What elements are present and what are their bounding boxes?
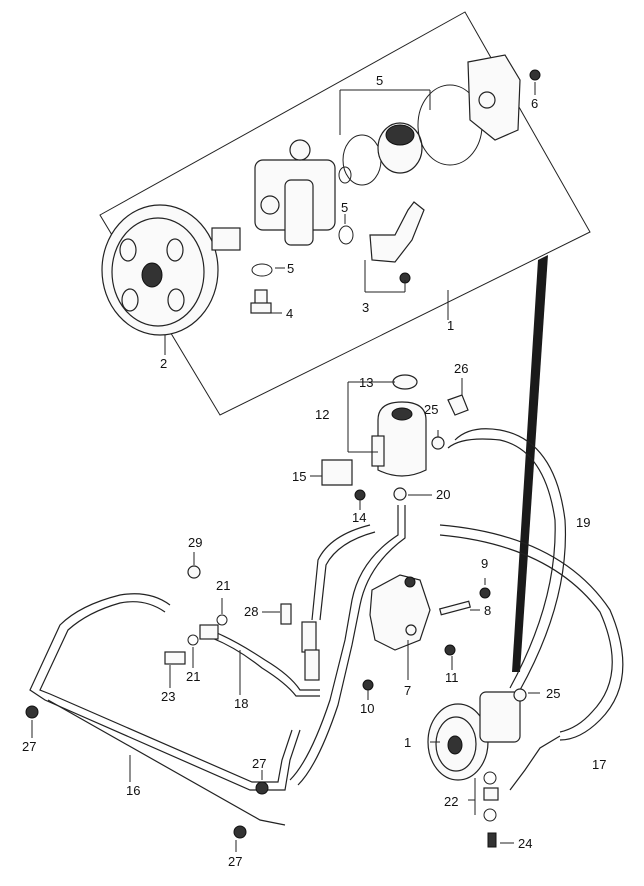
callout-27-b: 27: [252, 756, 266, 771]
callout-8: 8: [484, 603, 491, 618]
callout-19: 19: [576, 515, 590, 530]
o-ring-low: [251, 263, 273, 277]
cartridge-part: [377, 122, 423, 174]
callout-22: 22: [444, 794, 458, 809]
callout-7: 7: [404, 683, 411, 698]
rear-cover-part: [467, 54, 541, 141]
lower-pump-body: [479, 691, 521, 743]
callout-2: 2: [160, 356, 167, 371]
callout-6: 6: [531, 96, 538, 111]
callout-24: 24: [518, 836, 532, 851]
o-ring-small: [338, 166, 352, 184]
reservoir-cap-part: [392, 374, 418, 390]
callout-5-top: 5: [376, 73, 383, 88]
callout-29: 29: [188, 535, 202, 550]
pump-body-part: [254, 139, 336, 246]
hose-lines-group: [29, 428, 624, 826]
callout-1-bottom: 1: [404, 735, 411, 750]
callout-20: 20: [436, 487, 450, 502]
callout-11: 11: [445, 670, 459, 685]
callout-25-b: 25: [546, 686, 560, 701]
left-fittings-group: [25, 552, 292, 852]
pressure-switch-part: [250, 289, 272, 314]
assembly-box-outline: [99, 11, 591, 416]
reservoir-group: [310, 374, 469, 510]
callout-18: 18: [234, 696, 248, 711]
callout-13: 13: [359, 375, 373, 390]
callout-25-a: 25: [424, 402, 438, 417]
callout-labels-group: 1 2 3 4 5 5 5 6 7 8 9 10 11 12 13 14 15 …: [22, 73, 606, 869]
callout-21-b: 21: [186, 669, 200, 684]
callout-15: 15: [292, 469, 306, 484]
callout-27-a: 27: [22, 739, 36, 754]
callout-9: 9: [481, 556, 488, 571]
pump-bracket-part: [369, 574, 431, 651]
callout-12: 12: [315, 407, 329, 422]
callout-27-c: 27: [228, 854, 242, 869]
callout-23: 23: [161, 689, 175, 704]
callout-26: 26: [454, 361, 468, 376]
callout-16: 16: [126, 783, 140, 798]
reservoir-tank-part: [377, 401, 427, 477]
pump-bracket-group: [362, 574, 491, 700]
callout-3: 3: [362, 300, 369, 315]
callout-10: 10: [360, 701, 374, 716]
callout-28: 28: [244, 604, 258, 619]
callout-1-top: 1: [447, 318, 454, 333]
callout-21-a: 21: [216, 578, 230, 593]
pulley-part: [101, 204, 241, 336]
diagonal-bar-mark: [512, 255, 548, 672]
exploded-pump-assembly-group: [99, 11, 591, 416]
callout-14: 14: [352, 510, 366, 525]
callout-17: 17: [592, 757, 606, 772]
lower-pump-group: [427, 688, 540, 848]
callout-5-low: 5: [287, 261, 294, 276]
callout-5-mid: 5: [341, 200, 348, 215]
suction-pipe-part: [369, 201, 425, 263]
o-ring-mid: [338, 225, 354, 245]
callout-4: 4: [286, 306, 293, 321]
o-ring-large: [342, 134, 382, 186]
reservoir-bracket-part: [321, 459, 353, 486]
